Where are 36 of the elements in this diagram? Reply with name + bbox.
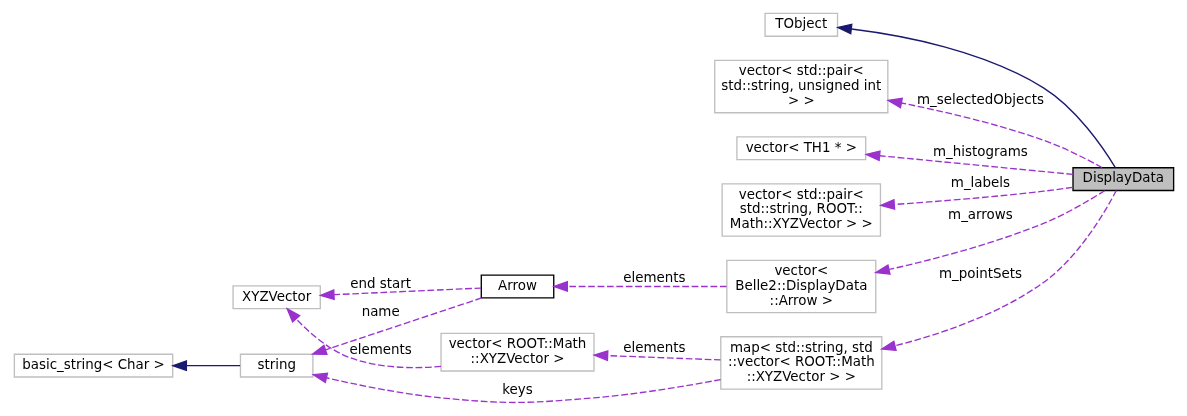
edge-label: m_histograms <box>932 144 1028 160</box>
arrow <box>551 280 727 293</box>
edge-label: elements <box>622 340 686 356</box>
node-box: vector< Belle2::DisplayData ::Arrow > <box>725 259 876 314</box>
arrow <box>170 360 241 372</box>
edge-label: name <box>361 303 400 319</box>
node-box: XYZVector <box>231 285 321 310</box>
node-box: TObject <box>763 12 838 37</box>
arrow <box>318 287 482 301</box>
arrow <box>310 372 721 404</box>
node-box: vector< std::pair< std::string, ROOT:: Math::XYZVector > > <box>720 183 881 237</box>
node-box: basic_string< Char > <box>13 353 173 378</box>
arrow <box>885 97 1103 169</box>
edge-label: m_arrows <box>947 207 1013 223</box>
node-box: vector< std::pair< std::string, unsigned int > > <box>713 59 888 114</box>
arrow <box>873 190 1105 275</box>
node-box: Arrow <box>480 274 554 299</box>
node-box: DisplayData <box>1071 167 1174 192</box>
node-box: vector< ROOT::Math ::XYZVector > <box>439 332 595 372</box>
arrow <box>879 189 1117 352</box>
edge-label: end start <box>349 275 411 291</box>
node-box: vector< TH1 * > <box>735 136 866 161</box>
arrow <box>863 150 1073 176</box>
edge-label: m_labels <box>950 175 1010 191</box>
arrow <box>285 307 442 369</box>
arrow <box>835 23 1116 169</box>
node-box: string <box>239 353 314 378</box>
edge-label: keys <box>501 381 533 397</box>
edge-label: m_selectedObjects <box>916 91 1044 107</box>
edge-label: elements <box>349 341 412 357</box>
arrow <box>591 350 721 362</box>
edge-label: elements <box>622 270 686 286</box>
arrow <box>310 297 482 356</box>
node-box: map< std::string, std ::vector< ROOT::Math ::XYZVector > > <box>719 336 882 390</box>
arrow <box>878 186 1073 211</box>
edge-label: m_pointSets <box>938 266 1022 282</box>
